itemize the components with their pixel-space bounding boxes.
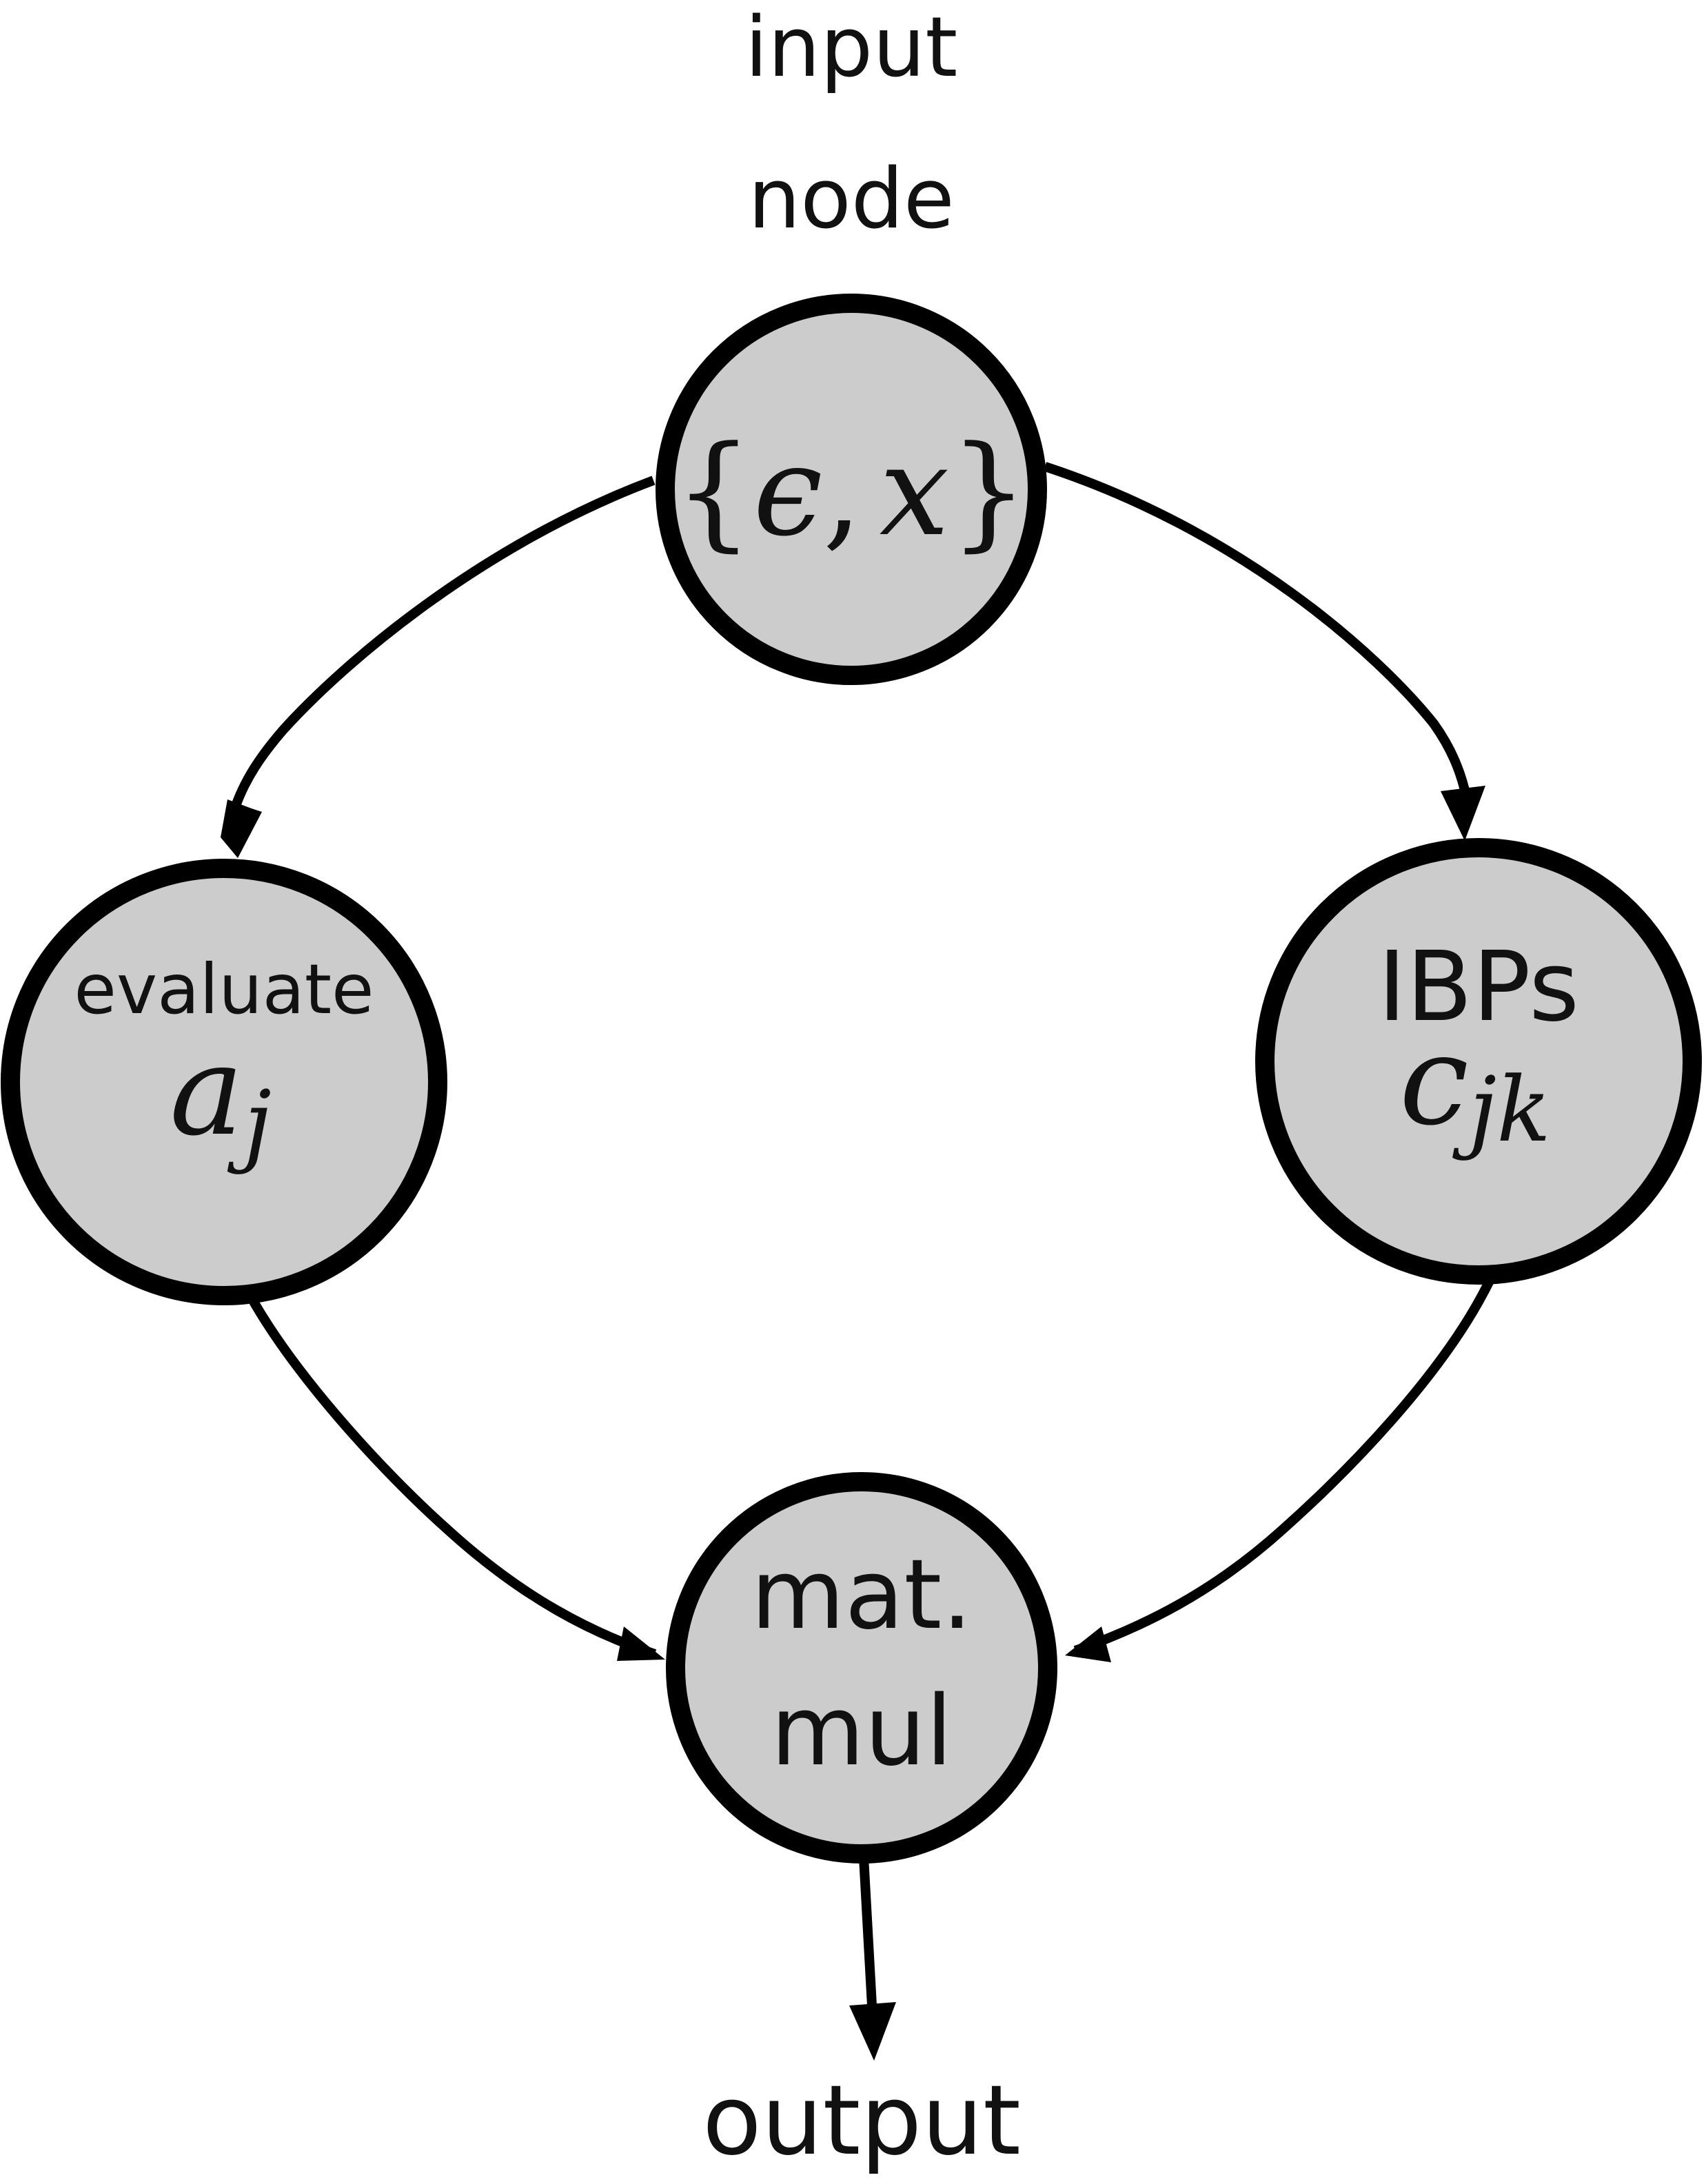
jk-subscript: jk <box>1452 1057 1551 1162</box>
matmul-node-line1: mat. <box>751 1539 973 1651</box>
matmul-node-line2: mul <box>771 1675 953 1788</box>
comma-symbol: , <box>823 420 862 564</box>
input-node-label: input node <box>745 0 958 247</box>
matmul-node: mat. mul <box>666 1472 1057 1864</box>
epsilon-symbol: ϵ <box>753 420 823 564</box>
brace-close: } <box>949 420 1028 564</box>
evaluate-node-text: evaluate <box>74 949 374 1030</box>
c-symbol: c <box>1399 1009 1469 1153</box>
ibps-node: IBPs cjk <box>1255 838 1702 1285</box>
edges <box>221 462 1497 2061</box>
input-node-math: {ϵ,x} <box>674 420 1028 564</box>
edge-matmul-to-output <box>859 1857 877 2006</box>
ibps-node-math: cjk <box>1399 1009 1551 1162</box>
edge-input-to-ibps <box>1043 462 1472 801</box>
output-label: output <box>702 2065 1021 2177</box>
edge-ibps-to-matmul <box>1073 1273 1497 1655</box>
ibps-node-text: IBPs <box>1378 931 1579 1043</box>
arrowhead-matmul-left <box>617 1626 665 1661</box>
evaluate-node-circle <box>1 859 447 1305</box>
evaluate-node-math: aj <box>170 1019 272 1176</box>
brace-open: { <box>674 420 753 564</box>
ibps-node-circle <box>1255 838 1702 1285</box>
matmul-node-circle <box>666 1472 1057 1864</box>
arrowhead-matmul-right <box>1065 1626 1111 1662</box>
arrowhead-output <box>849 2002 896 2061</box>
evaluate-node: evaluate aj <box>1 859 447 1305</box>
edge-input-to-evaluate <box>230 476 656 812</box>
x-symbol: x <box>880 420 950 564</box>
input-label-line1: input <box>745 0 958 96</box>
input-node: {ϵ,x} <box>656 294 1047 685</box>
arrowhead-evaluate-tip <box>227 801 262 858</box>
arrowhead-ibps <box>1441 786 1485 841</box>
input-label-line2: node <box>748 152 954 247</box>
input-node-circle <box>656 294 1047 685</box>
a-symbol: a <box>170 1019 243 1163</box>
edge-evaluate-to-matmul <box>240 1283 657 1659</box>
